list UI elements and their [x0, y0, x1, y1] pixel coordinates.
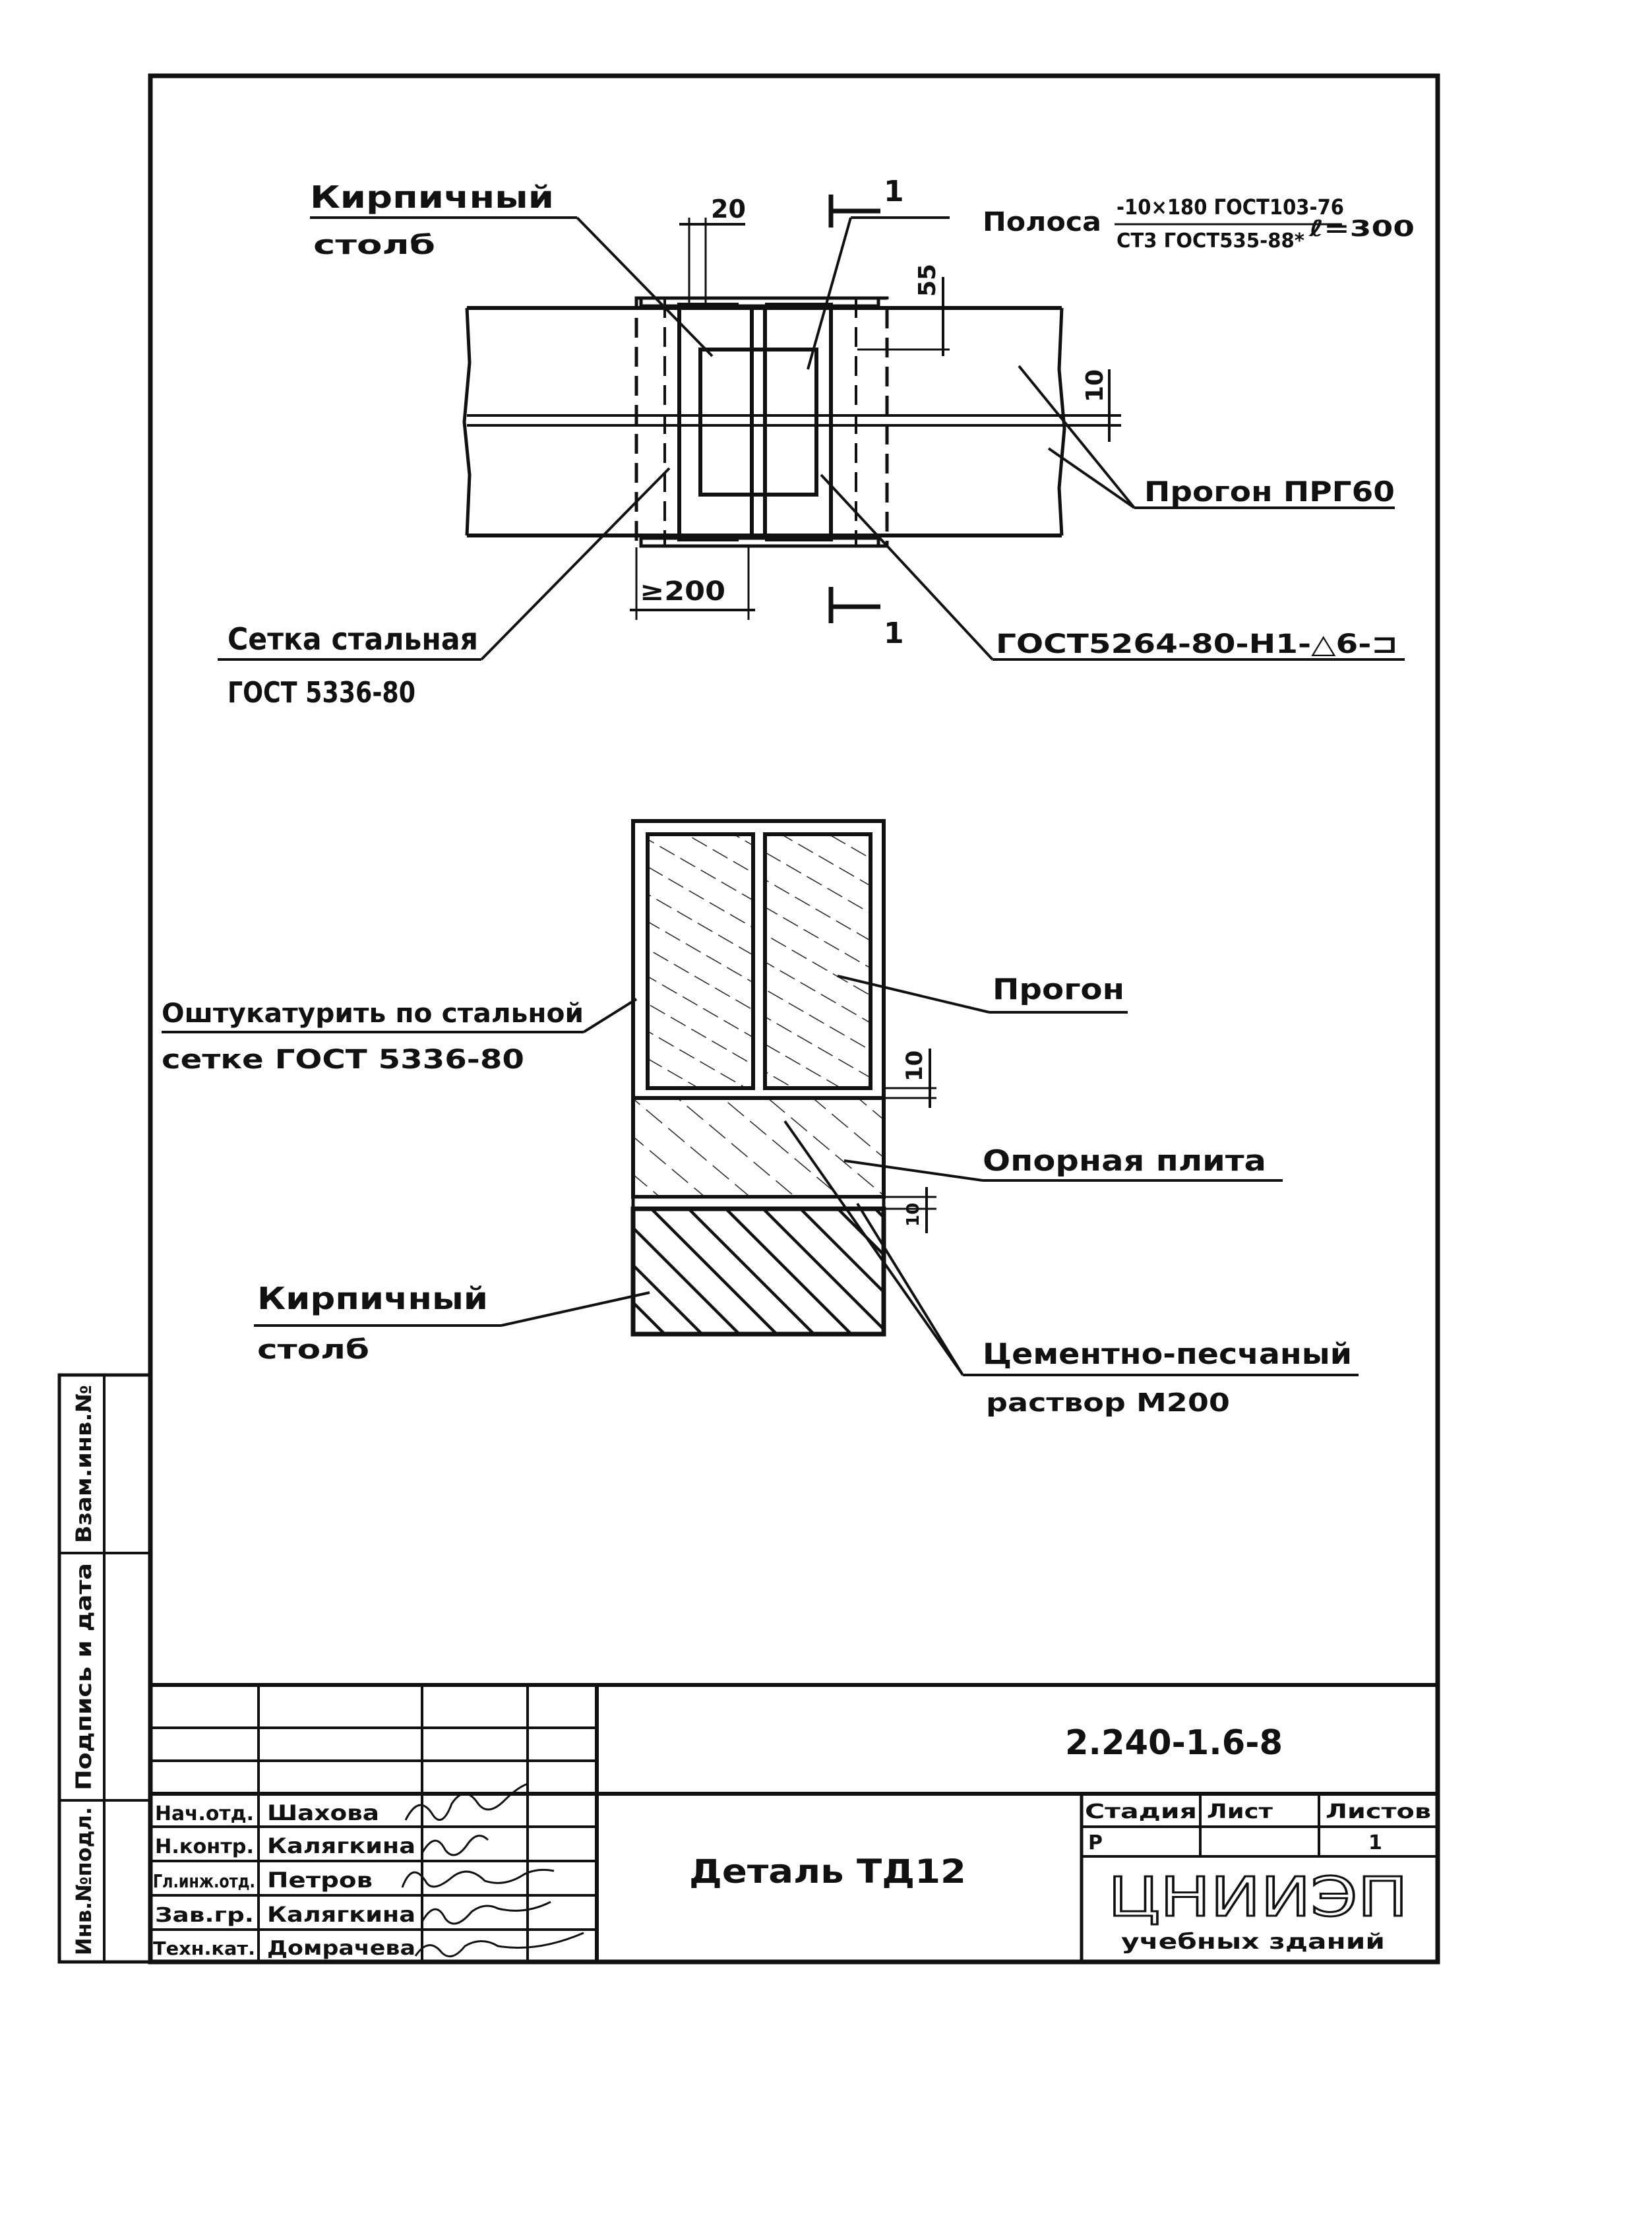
support-plate-label: Опорная плита: [983, 1144, 1266, 1178]
leader-mesh-2: [480, 467, 671, 661]
signature-2: [421, 1835, 489, 1856]
role-5: Техн.кат.: [153, 1938, 255, 1959]
leader-strip-2: [807, 217, 852, 370]
mortar-label-2: раствор М200: [986, 1388, 1230, 1417]
sheet-header: Лист: [1207, 1800, 1273, 1823]
section-channel-right: [763, 832, 872, 1090]
side-cell-2: Подпись и дата: [71, 1563, 96, 1790]
signature-3: [401, 1868, 555, 1888]
title-block-frame: [148, 1683, 1440, 1964]
signature-1: [404, 1783, 528, 1821]
stage-value: Р: [1088, 1831, 1103, 1854]
section-channel-left: [646, 832, 755, 1090]
leader-mortar-3: [856, 1202, 964, 1376]
plaster-label-2: сетке ГОСТ 5336-80: [162, 1045, 524, 1075]
purlin-left-break: [462, 307, 472, 536]
mortar-label-1: Цементно-песчаный: [983, 1337, 1352, 1371]
leader-brick-section-2: [501, 1291, 650, 1327]
strip-denominator: СТ3 ГОСТ535-88*: [1117, 229, 1304, 253]
leader-brick-pillar-2: [576, 216, 714, 357]
signature-4: [421, 1901, 551, 1925]
brick-pillar-label-1: Кирпичный: [310, 179, 554, 215]
strip-numerator: -10×180 ГОСТ103-76: [1117, 195, 1344, 220]
drawing-title: Деталь ТД12: [689, 1852, 966, 1891]
section-dim-10b-text: 10: [903, 1203, 923, 1227]
steel-strip-bottom: [639, 536, 880, 548]
dim-200-text: ≥200: [640, 576, 725, 607]
stage-header: Стадия: [1085, 1800, 1197, 1823]
brick-pillar-label-2: столб: [313, 230, 435, 260]
mesh-label-1: Сетка стальная: [228, 621, 478, 657]
dim-20-text: 20: [711, 195, 746, 224]
dim-55-text: 55: [914, 264, 941, 297]
org-name: ЦНИИЭП: [1108, 1866, 1408, 1929]
name-1: Шахова: [267, 1800, 379, 1825]
leader-purlin-3: [1047, 447, 1136, 509]
plan-view: Кирпичный столб 20 1 Полоса -10×180 ГОСТ…: [218, 175, 1415, 710]
side-cell-3: Инв.№подл.: [71, 1807, 96, 1955]
plaster-label-1: Оштукатурить по стальной: [162, 998, 584, 1029]
leader-mortar-2: [783, 1120, 964, 1376]
role-4: Зав.гр.: [155, 1904, 254, 1927]
channel-right: [765, 303, 833, 541]
name-4: Калягкина: [267, 1902, 415, 1927]
dim-10-right-text: 10: [1082, 369, 1109, 402]
sheets-value: 1: [1368, 1831, 1382, 1854]
leader-channel-2: [820, 473, 994, 661]
section-dim-10-text: 10: [902, 1051, 928, 1082]
sheets-header: Листов: [1326, 1800, 1431, 1823]
mesh-label-2: ГОСТ 5336-80: [228, 676, 415, 710]
section-brick-pillar: [630, 1206, 886, 1337]
leader-plate-2: [843, 1159, 983, 1182]
signature-5: [414, 1932, 584, 1958]
org-subtitle: учебных зданий: [1121, 1929, 1385, 1954]
name-5: Домрачева: [267, 1937, 415, 1960]
role-1: Нач.отд.: [155, 1802, 254, 1825]
leader-purlin-2: [1018, 365, 1136, 509]
channel-spec-label: ГОСТ5264-80-Н1-△6-⊐: [996, 629, 1398, 659]
leader-purlin-section-2: [837, 975, 990, 1014]
section-mark-bottom-text: 1: [884, 617, 904, 650]
purlin-label: Прогон ПРГ60: [1144, 475, 1395, 508]
side-cell-1: Взам.инв.№: [71, 1385, 96, 1543]
section-purlin-label: Прогон: [993, 973, 1124, 1006]
section-mark-top-text: 1: [884, 175, 904, 208]
section-brick-label-2: столб: [257, 1335, 369, 1365]
title-block: Нач.отд. Шахова Н.контр. Калягкина Гл.ин…: [148, 1683, 1440, 1964]
role-2: Н.контр.: [155, 1835, 254, 1858]
section-brick-label-1: Кирпичный: [257, 1281, 488, 1316]
leader-plaster-2: [582, 998, 638, 1033]
purlin-right-break: [1057, 307, 1066, 536]
channel-left: [677, 303, 739, 541]
doc-code: 2.240-1.6-8: [1065, 1723, 1283, 1763]
bearing-plate-plan: [698, 348, 818, 497]
steel-strip-top: [639, 296, 880, 308]
pillar-outline-dashed: [634, 296, 889, 548]
side-strip: Взам.инв.№ Подпись и дата Инв.№подл.: [57, 1373, 152, 1964]
name-2: Калягкина: [267, 1833, 415, 1858]
name-3: Петров: [267, 1868, 373, 1893]
role-3: Гл.инж.отд.: [153, 1870, 255, 1892]
section-support-plate: [631, 1096, 886, 1199]
section-view: Оштукатурить по стальной сетке ГОСТ 5336…: [162, 819, 1359, 1417]
strip-prefix: Полоса: [983, 207, 1101, 237]
strip-length: ℓ=300: [1308, 216, 1415, 242]
